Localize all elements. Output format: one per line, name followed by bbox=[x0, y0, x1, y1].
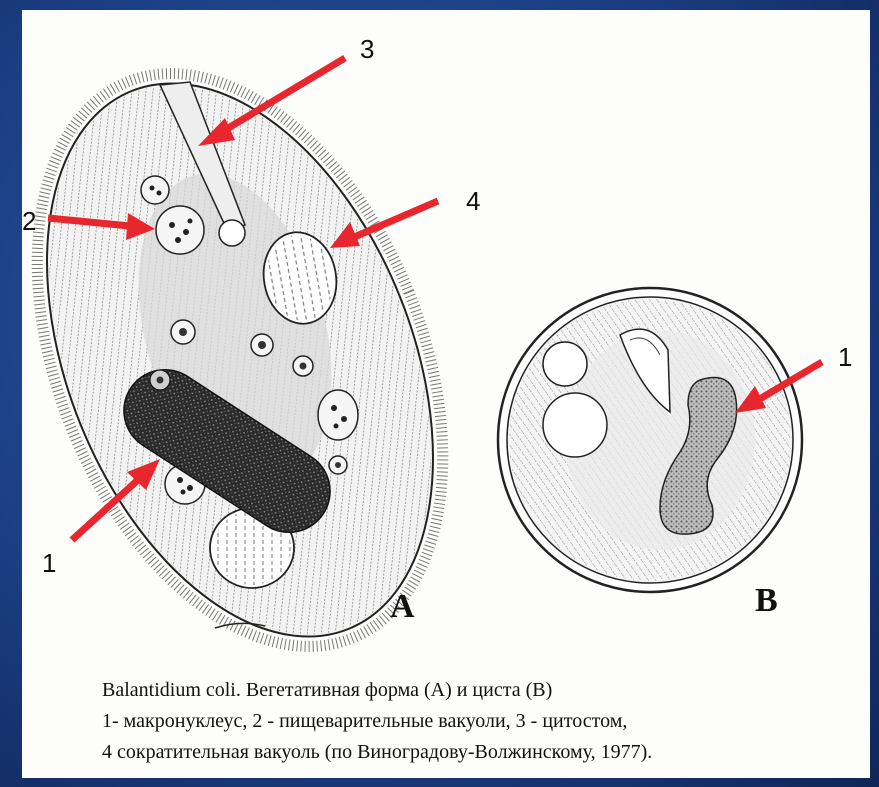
caption-line-1: Balantidium coli. Вегетативная форма (А)… bbox=[102, 679, 552, 702]
label-contractile-vacuole-number: 4 bbox=[466, 186, 480, 217]
figure-letter-a: A bbox=[390, 588, 415, 626]
cyst-figure bbox=[498, 288, 802, 592]
label-macronucleus-number-b: 1 bbox=[838, 342, 852, 373]
label-macronucleus-number-a: 1 bbox=[42, 548, 56, 579]
label-digestive-vacuole-number: 2 bbox=[22, 206, 36, 237]
cytostome-vesicle bbox=[219, 220, 245, 246]
caption-line-3: 4 сократительная вакуоль (по Виноградову… bbox=[102, 741, 652, 764]
trophozoite-figure bbox=[0, 14, 521, 707]
caption-line-2: 1- макронуклеус, 2 - пищеварительные вак… bbox=[102, 710, 627, 733]
label-cytostome-number: 3 bbox=[360, 34, 374, 65]
figure-letter-b: B bbox=[755, 582, 778, 620]
digestive-vacuole bbox=[156, 206, 204, 254]
